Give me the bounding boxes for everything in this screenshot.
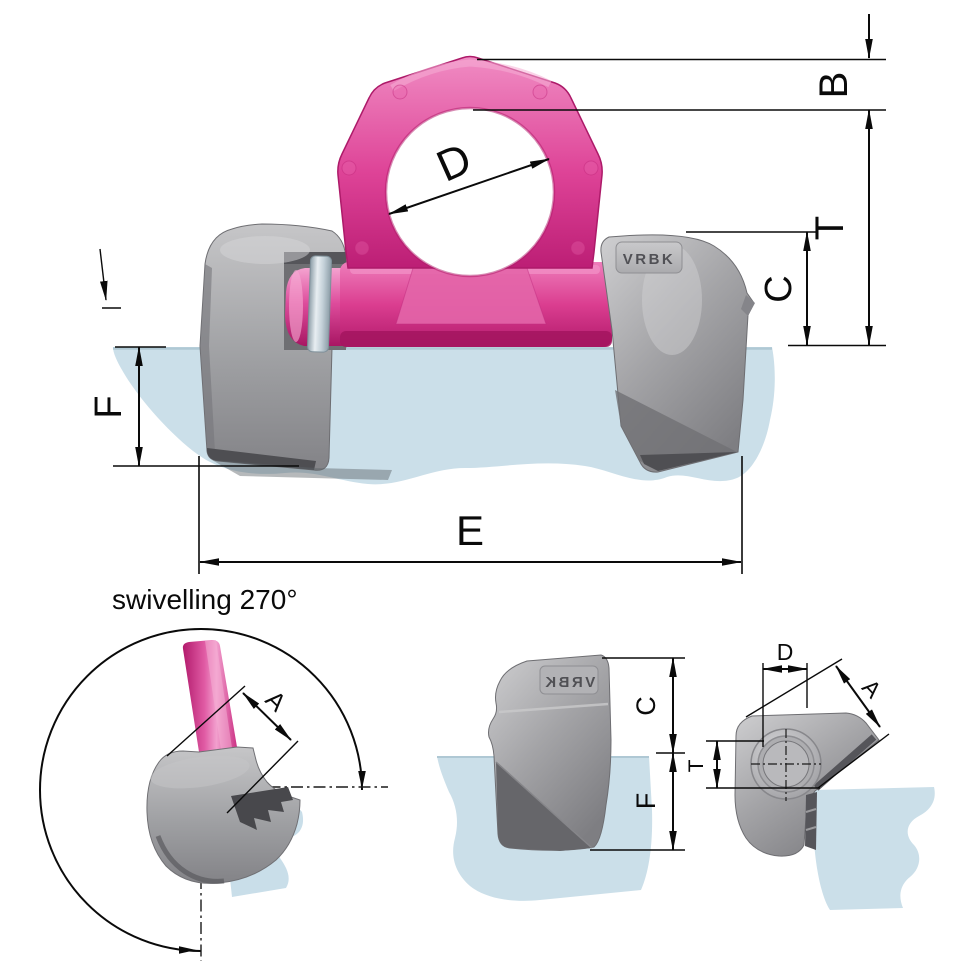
dim-t-label: T <box>808 216 852 240</box>
dim-f: F <box>88 346 299 467</box>
left-clamp-side-facet <box>200 264 215 452</box>
right-clamp-flange <box>741 295 755 316</box>
axle-cap-highlight <box>289 270 303 342</box>
base-bottom-shadow <box>340 331 612 347</box>
dim-t-top: T <box>685 740 820 789</box>
dim-f-label: F <box>88 395 130 418</box>
top-view: D A T <box>685 639 935 910</box>
dim-c: C <box>686 231 818 346</box>
side-body-ridge <box>498 702 609 714</box>
dim-c-side: C <box>602 657 685 754</box>
side-view: VRBK C F <box>437 654 685 901</box>
top-body-dark-edge <box>813 734 877 791</box>
swivel-view: swivelling 270° A <box>39 584 388 961</box>
dim-a-label: A <box>260 685 292 717</box>
dim-f-side: F <box>590 752 685 851</box>
dim-e: E <box>198 456 743 574</box>
brand-logo: VRBK <box>623 251 676 268</box>
forge-dimples <box>341 84 599 256</box>
right-clamp-bottom-facet <box>640 452 737 471</box>
dim-d-top-label: D <box>777 639 794 665</box>
ring-hole-rim <box>384 106 556 278</box>
brand-plate <box>615 241 683 274</box>
top-plate <box>813 787 935 910</box>
swivel-pin-highlight <box>205 640 232 750</box>
retaining-ring <box>307 255 332 353</box>
swivel-teeth <box>231 787 293 830</box>
dim-b: B <box>473 14 886 111</box>
dim-f-side-label: F <box>631 793 661 810</box>
arc-arrowhead-bottom <box>179 946 196 954</box>
arc-arrowhead-right <box>358 771 366 789</box>
right-clamp-jaw: VRBK <box>600 234 755 473</box>
ring-top-highlight <box>390 59 552 92</box>
dim-c-label: C <box>758 275 800 302</box>
front-view: VRBK D B T C <box>88 14 886 574</box>
dim-c-side-label: C <box>631 696 661 716</box>
dim-d-top: D <box>762 639 808 747</box>
dim-t: T <box>788 109 886 347</box>
dim-a-top-label: A <box>857 674 887 703</box>
left-clamp-shadow <box>212 460 392 480</box>
swivel-body-highlight <box>150 755 250 789</box>
side-brand-plate <box>539 665 599 695</box>
top-teeth-notch-1 <box>805 808 817 813</box>
side-brand-logo-mirrored: VRBK <box>543 674 596 691</box>
left-clamp-bottom-facet <box>207 448 316 470</box>
dim-e-label: E <box>456 507 484 554</box>
swivel-caption: swivelling 270° <box>112 584 298 615</box>
dim-b-label: B <box>812 72 856 99</box>
right-clamp-mid-facet <box>615 390 737 471</box>
top-teeth <box>805 792 817 850</box>
side-body-facet-line <box>495 761 593 849</box>
swivel-body-shadow <box>155 835 225 884</box>
dim-t-top-label: T <box>685 759 708 772</box>
swivel-arc-270 <box>39 628 363 952</box>
plate-thickness-arrow <box>99 248 121 309</box>
top-teeth-notch-2 <box>805 826 817 831</box>
left-clamp-highlight <box>220 236 310 264</box>
